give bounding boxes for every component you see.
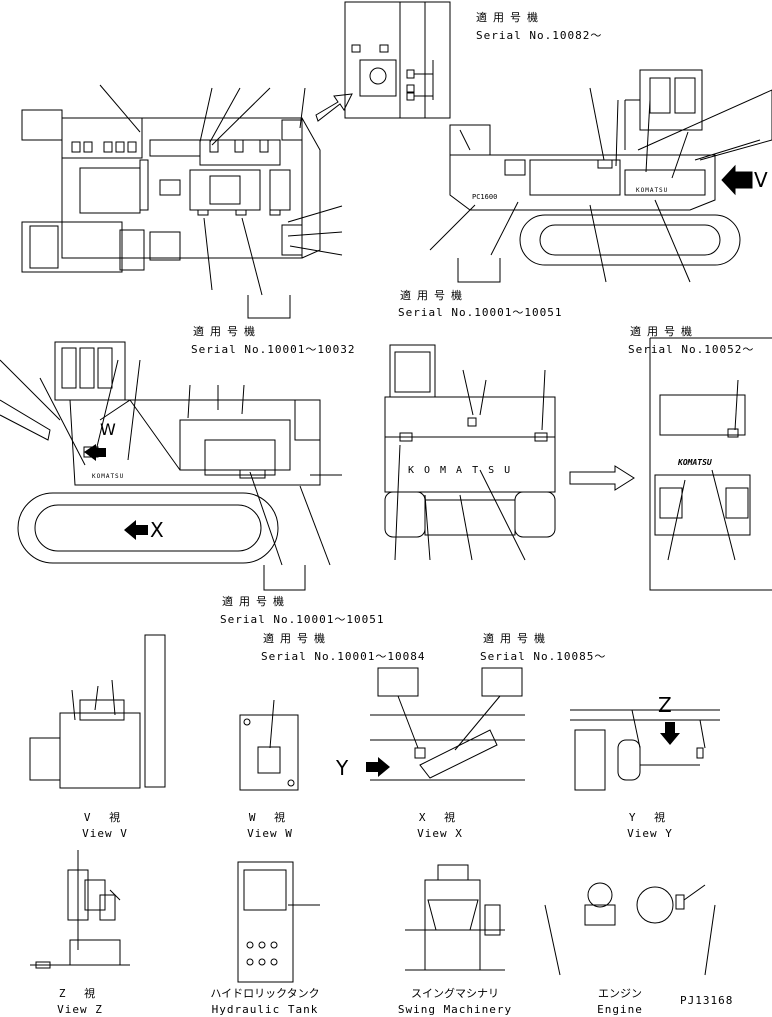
serial-label-3-no: Serial No.10001～10032 [191,343,356,356]
view-x-caption-jp: X 視 [418,811,462,824]
marker-y: Y [336,756,350,780]
serial-label-5-no: Serial No.10001～10051 [220,613,385,626]
view-w-drawing [239,699,299,791]
view-x-caption-en: View X [417,827,463,840]
arrow-w [84,444,106,461]
view-z-drawing [30,850,130,969]
brand-bold-detail: KOMATSU [678,458,712,467]
drawing-number: PJ13168 [680,994,734,1007]
serial-label-2-jp: 適用号機 [400,289,468,302]
serial-label-6-no: Serial No.10001～10084 [261,650,426,663]
view-w-caption-jp: W 視 [248,811,292,824]
hydraulic-tank-caption-jp: ハイドロリックタンク [210,987,320,1000]
swing-machinery-caption-en: Swing Machinery [397,1003,513,1016]
view-v-caption-jp: V 視 [83,811,127,824]
serial-label-3-jp: 適用号機 [193,325,261,338]
middle-right-detail [649,337,772,591]
serial-label-6-jp: 適用号機 [263,632,331,645]
serial-label-7-jp: 適用号機 [483,632,551,645]
view-y-caption-jp: Y 視 [628,811,672,824]
engine-caption-en: Engine [597,1003,643,1016]
serial-label-7-no: Serial No.10085～ [480,650,607,663]
engine-drawing [544,882,716,976]
serial-label-5-jp: 適用号機 [222,595,290,608]
marker-x: X [150,518,165,542]
middle-left-machine [0,341,342,591]
marker-z: Z [658,693,673,717]
side-view-machine [429,69,772,283]
brand-large-rear: KOMATSU [408,465,521,476]
brand-small-top: KOMATSU [636,187,669,194]
swing-machinery-caption-jp: スイングマシナリ [411,987,499,1000]
serial-label-2-no: Serial No.10001～10051 [398,306,563,319]
marker-w: W [100,420,117,439]
hydraulic-tank-caption-en: Hydraulic Tank [211,1003,319,1016]
view-w-caption-en: View W [247,827,293,840]
arrow-x [124,520,148,540]
serial-label-1-jp: 適用号機 [476,11,544,24]
inset-detail-top [344,1,451,119]
view-y-caption-en: View Y [627,827,673,840]
arrow-z [660,722,680,745]
swing-machinery-drawing [405,864,505,971]
model-plate: PC1600 [472,193,498,201]
rear-view-machine [384,344,635,561]
view-x-drawing [370,667,525,781]
view-y-drawing [570,709,720,791]
view-v-caption-en: View V [82,827,128,840]
arrow-y [366,757,390,777]
view-v-drawing [29,634,166,789]
brand-small-mid: KOMATSU [92,473,125,480]
serial-label-4-jp: 適用号機 [630,325,698,338]
top-view-drawing [21,84,353,319]
engine-caption-jp: エンジン [598,987,642,1000]
marker-v: V [754,168,769,192]
hydraulic-tank-drawing [237,861,320,983]
view-z-caption-jp: Z 視 [58,987,102,1000]
serial-label-1-no: Serial No.10082～ [476,29,603,42]
serial-label-4-no: Serial No.10052～ [628,343,755,356]
view-z-caption-en: View Z [57,1003,103,1016]
